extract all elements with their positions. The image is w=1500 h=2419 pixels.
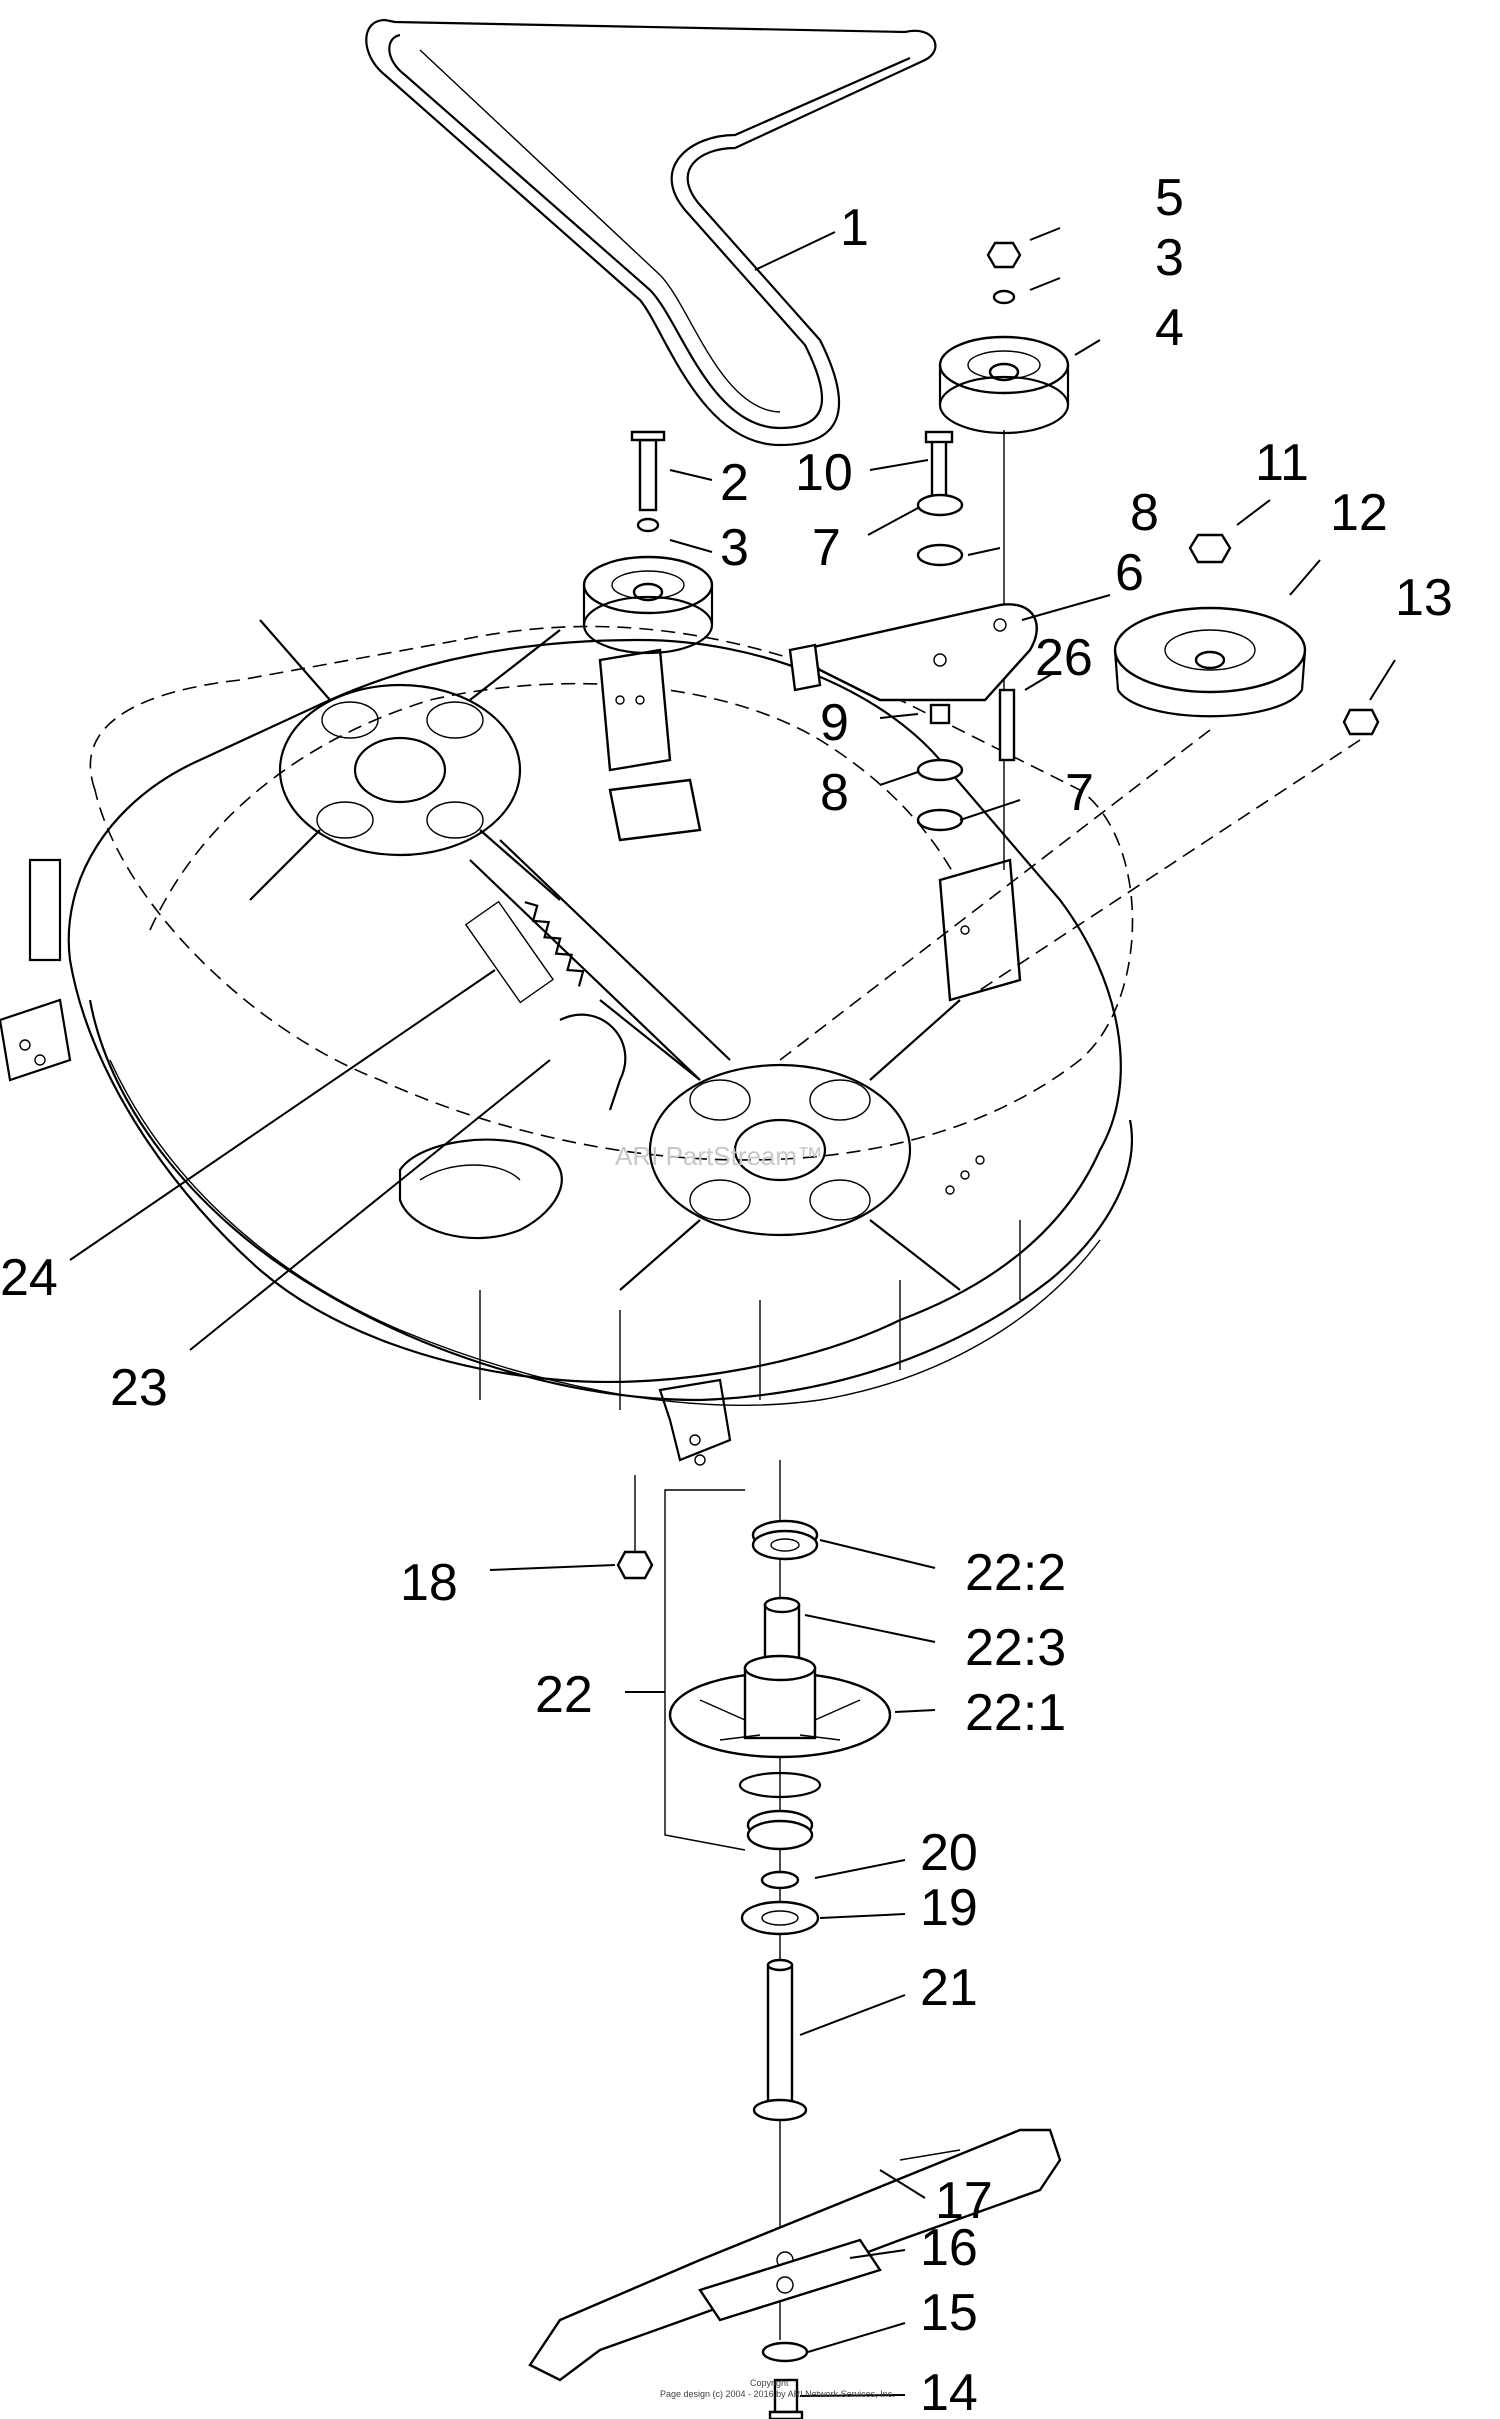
callout-16: 16 <box>920 2219 978 2277</box>
callout-1: 1 <box>840 199 869 257</box>
deck-frame-arm <box>469 839 731 1081</box>
callout-11: 11 <box>1255 434 1309 492</box>
callout-9: 9 <box>820 694 849 752</box>
callout-5: 5 <box>1155 169 1184 227</box>
callout-26: 26 <box>1035 629 1093 687</box>
callout-8-upper: 8 <box>1130 484 1159 542</box>
callout-18: 18 <box>400 1554 458 1612</box>
idler-pulley-stack <box>938 241 1070 870</box>
watermark: ARI PartStream™ <box>615 1141 823 1171</box>
callout-17: 17 <box>935 2172 993 2230</box>
idler-bracket-assembly <box>788 430 1038 832</box>
mower-blade <box>528 2128 1062 2382</box>
left-spindle-housing <box>249 619 561 901</box>
spindle-pulley <box>779 533 1380 1061</box>
footer-copyright: Copyright <box>750 2378 789 2388</box>
idler-arm <box>559 1013 627 1111</box>
callout-7-upper: 7 <box>812 519 841 577</box>
callout-3-upper: 3 <box>1155 229 1184 287</box>
callout-10: 10 <box>795 444 853 502</box>
callout-13: 13 <box>1395 569 1453 627</box>
callout-6: 6 <box>1115 544 1144 602</box>
callout-labels: 1 5 3 4 2 10 3 7 8 6 11 12 13 26 9 8 7 2… <box>0 169 1453 2419</box>
callout-15: 15 <box>920 2284 978 2342</box>
extension-spring <box>464 900 585 1004</box>
right-spindle-housing <box>599 999 985 1291</box>
callout-7-lower: 7 <box>1065 764 1094 822</box>
callout-22-2: 22:2 <box>965 1544 1066 1602</box>
callout-3-lower: 3 <box>720 519 749 577</box>
callout-8-lower: 8 <box>820 764 849 822</box>
leader-lines <box>69 227 1396 2397</box>
spindle-stack <box>616 1460 892 2340</box>
footer-page-design: Page design (c) 2004 - 2016 by ARI Netwo… <box>660 2389 895 2399</box>
callout-24: 24 <box>0 1249 58 1307</box>
drive-belt <box>365 18 937 447</box>
left-idler-pulley <box>582 430 714 655</box>
callout-12: 12 <box>1330 484 1388 542</box>
callout-20: 20 <box>920 1824 978 1882</box>
callout-21: 21 <box>920 1959 978 2017</box>
callout-22-3: 22:3 <box>965 1619 1066 1677</box>
callout-2: 2 <box>720 454 749 512</box>
callout-22: 22 <box>535 1666 593 1724</box>
callout-19: 19 <box>920 1879 978 1937</box>
callout-22-1: 22:1 <box>965 1684 1066 1742</box>
mower-deck <box>0 625 1134 1466</box>
callout-4: 4 <box>1155 299 1184 357</box>
callout-14: 14 <box>920 2364 978 2419</box>
callout-23: 23 <box>110 1359 168 1417</box>
blade-hardware <box>698 2238 882 2419</box>
deck-idler-mount <box>598 648 1022 1002</box>
